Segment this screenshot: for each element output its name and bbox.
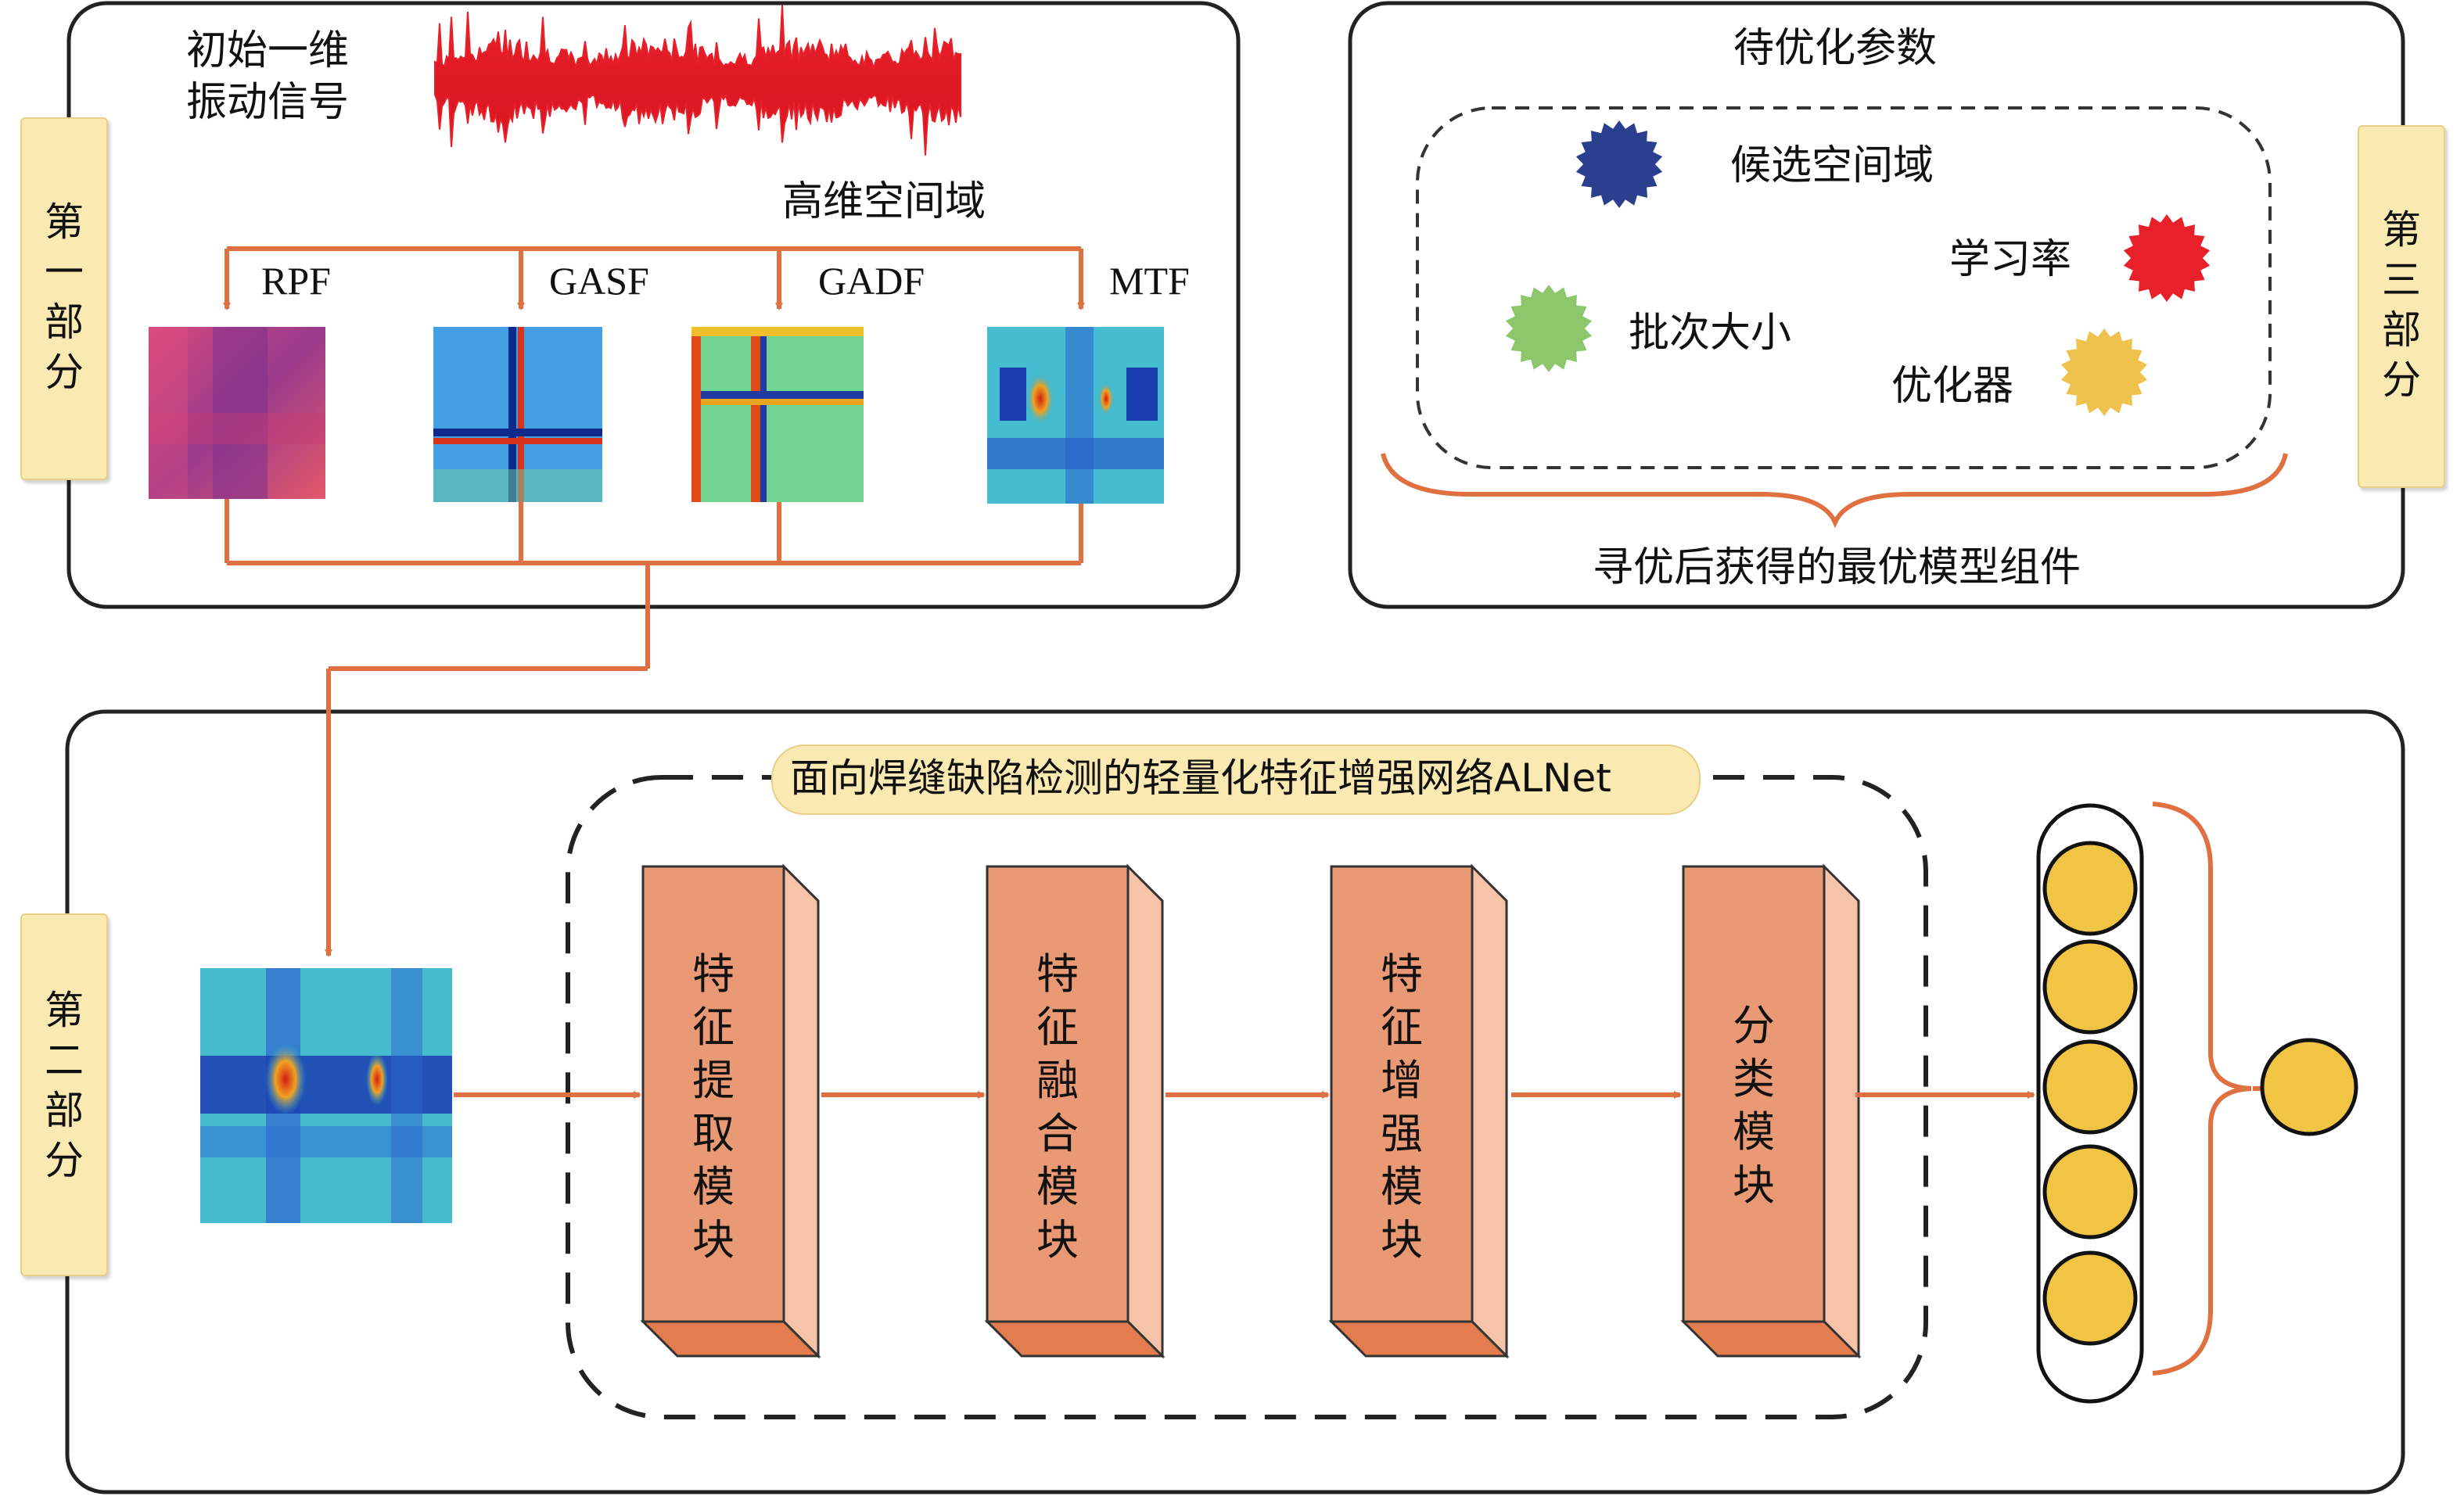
transform-label-gadf: GADF xyxy=(818,259,925,303)
feature-enhancement-block xyxy=(1328,863,1510,1359)
module-label-classification: 分 类 模 块 xyxy=(1733,1001,1775,1210)
block-front-face xyxy=(986,865,1130,1323)
block-front-face xyxy=(641,865,785,1323)
module-label-feature-fusion: 特 征 融 合 模 块 xyxy=(1036,949,1079,1265)
section3-panel xyxy=(1348,1,2405,609)
block-front-face xyxy=(1330,865,1474,1323)
block-side-face xyxy=(782,863,820,1359)
output-node-2 xyxy=(2042,939,2138,1035)
candidate-space-star xyxy=(1575,120,1663,208)
batch-size-star xyxy=(1505,285,1593,372)
collector-connector xyxy=(224,499,1083,957)
module-label-feature-enhancement: 特 征 增 强 模 块 xyxy=(1381,949,1423,1265)
block-side-face xyxy=(1823,863,1860,1359)
gadf-image xyxy=(691,327,864,502)
output-brace xyxy=(2152,802,2252,1376)
transform-label-gasf: GASF xyxy=(549,259,649,303)
block-side-face xyxy=(1126,863,1164,1359)
final-output-node xyxy=(2260,1038,2358,1136)
network-title-pill xyxy=(771,744,1701,815)
section2-tab: 第 二 部 分 xyxy=(20,913,108,1276)
high-dim-domain-label: 高维空间域 xyxy=(782,178,986,225)
learning-rate-label: 学习率 xyxy=(1949,236,2072,283)
learning-rate-star xyxy=(2123,214,2211,302)
section3-tab-label: 第 三 部 分 xyxy=(2382,207,2421,403)
batch-size-label: 批次大小 xyxy=(1629,310,1792,357)
gasf-image xyxy=(433,327,602,502)
section1-tab-label: 第 一 部 分 xyxy=(45,199,84,395)
params-brace xyxy=(1381,453,2288,529)
output-node-1 xyxy=(2042,841,2138,936)
params-dashed-box xyxy=(1416,106,2272,469)
mtf-image xyxy=(987,327,1164,504)
block-side-face xyxy=(1471,863,1508,1359)
optimal-components-label: 寻优后获得的最优模型组件 xyxy=(1593,544,2081,591)
module-label-feature-extraction: 特 征 提 取 模 块 xyxy=(692,949,735,1265)
transform-label-rpf: RPF xyxy=(261,259,331,303)
candidate-space-label: 候选空间域 xyxy=(1730,142,1934,189)
feature-fusion-block xyxy=(984,863,1166,1359)
section1-tab: 第 一 部 分 xyxy=(20,117,108,480)
transform-label-mtf: MTF xyxy=(1109,259,1190,303)
optimizer-star xyxy=(2060,328,2148,416)
block-front-face xyxy=(1682,865,1826,1323)
section3-tab: 第 三 部 分 xyxy=(2358,125,2445,488)
output-node-4 xyxy=(2042,1144,2138,1239)
signal-label: 初始一维 振动信号 xyxy=(186,27,350,126)
optimizer-label: 优化器 xyxy=(1891,363,2014,410)
rpf-image xyxy=(149,327,325,499)
network-title: 面向焊缝缺陷检测的轻量化特征增强网络ALNet xyxy=(790,755,1611,801)
output-nodes xyxy=(2042,841,2138,1346)
module-blocks xyxy=(640,863,1862,1359)
params-title: 待优化参数 xyxy=(1733,25,1938,72)
output-node-5 xyxy=(2042,1250,2138,1346)
section2-tab-label: 第 二 部 分 xyxy=(45,988,84,1183)
classification-block xyxy=(1680,863,1862,1359)
feature-extraction-block xyxy=(640,863,821,1359)
input-image xyxy=(200,968,452,1223)
vibration-signal xyxy=(434,5,961,156)
output-node-3 xyxy=(2042,1039,2138,1135)
transform-branch-connector xyxy=(223,246,1085,310)
